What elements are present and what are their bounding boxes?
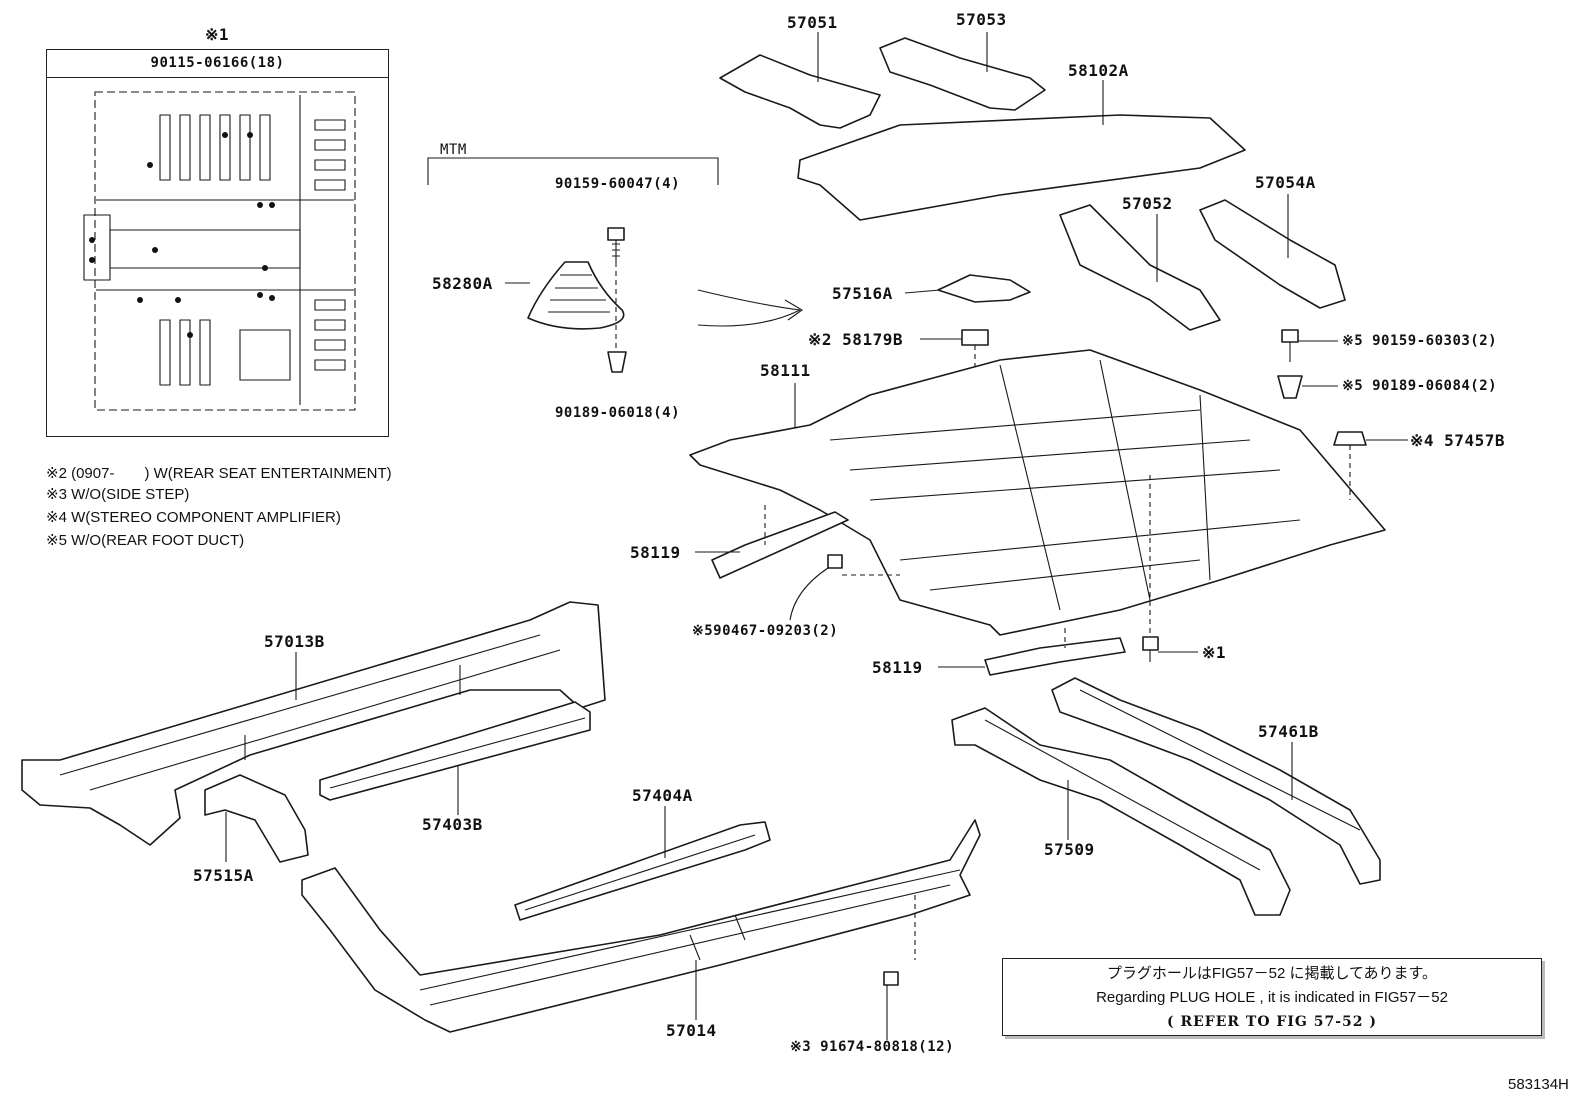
note-2: ※2 (0907- ) W(REAR SEAT ENTERTAINMENT): [46, 465, 392, 482]
clip-90159-60303: [1281, 329, 1299, 343]
label-58119-left[interactable]: 58119: [630, 543, 681, 562]
label-57457B[interactable]: ※4 57457B: [1410, 431, 1505, 450]
bracket-57457B: [1333, 431, 1367, 446]
mtm-bracket-line: [427, 157, 719, 185]
sill-58119-left: [711, 511, 849, 579]
inset-box: 90115-06166(18): [46, 49, 389, 437]
member-57509: [951, 707, 1291, 916]
label-90189-06084[interactable]: ※5 90189-06084(2): [1342, 378, 1498, 394]
figure-code: 583134H: [1508, 1076, 1569, 1093]
label-58119-right[interactable]: 58119: [872, 658, 923, 677]
wheelhouse-57515A: [204, 774, 309, 863]
label-58280A[interactable]: 58280A: [432, 274, 493, 293]
label-90159-60303[interactable]: ※5 90159-60303(2): [1342, 333, 1498, 349]
label-57013B[interactable]: 57013B: [264, 632, 325, 651]
label-58179B[interactable]: ※2 58179B: [808, 330, 903, 349]
flow-arrow: [697, 289, 801, 311]
label-57515A[interactable]: 57515A: [193, 866, 254, 885]
refer-fig-link[interactable]: ( REFER TO FIG 57-52 ): [1166, 1014, 1377, 1030]
note-4: ※4 W(STEREO COMPONENT AMPLIFIER): [46, 509, 341, 526]
label-90467-09203[interactable]: ※590467-09203(2): [692, 623, 839, 639]
note-3: ※3 W/O(SIDE STEP): [46, 486, 190, 503]
label-57053[interactable]: 57053: [956, 10, 1007, 29]
side-member-57014: [301, 819, 981, 1033]
leader-lines: [225, 32, 1408, 1040]
floor-pan-58111: [689, 349, 1386, 636]
rail-57403B: [319, 701, 591, 801]
label-90159-60047[interactable]: 90159-60047(4): [555, 176, 681, 192]
member-57461B: [1051, 677, 1381, 885]
label-57014[interactable]: 57014: [666, 1021, 717, 1040]
label-57509[interactable]: 57509: [1044, 840, 1095, 859]
note-5: ※5 W/O(REAR FOOT DUCT): [46, 532, 245, 549]
refer-line-en: Regarding PLUG HOLE , it is indicated in…: [1096, 989, 1448, 1006]
inset-marker: ※1: [205, 25, 230, 44]
bolt-91674-80818: [883, 971, 899, 986]
label-57404A[interactable]: 57404A: [632, 786, 693, 805]
label-57516A[interactable]: 57516A: [832, 284, 893, 303]
member-57053: [879, 37, 1046, 111]
sill-58119-right: [984, 637, 1126, 676]
clip-90189-06084: [1277, 375, 1303, 399]
inset-part-number: 90115-06166(18): [47, 50, 388, 78]
label-90189-06018[interactable]: 90189-06018(4): [555, 405, 681, 421]
rail-57404A: [514, 821, 771, 921]
label-57051[interactable]: 57051: [787, 13, 838, 32]
label-57461B[interactable]: 57461B: [1258, 722, 1319, 741]
mtm-label: MTM: [440, 142, 467, 158]
label-57054A[interactable]: 57054A: [1255, 173, 1316, 192]
bracket-58179B: [961, 329, 989, 346]
clip-90467-09203: [827, 554, 843, 569]
refer-note-box: プラグホールはFIG57－52 に掲載してあります。 Regarding PLU…: [1002, 958, 1542, 1036]
bolt-star1: [1142, 636, 1159, 651]
label-58102A[interactable]: 58102A: [1068, 61, 1129, 80]
member-57054A: [1199, 199, 1346, 309]
label-58111[interactable]: 58111: [760, 361, 811, 380]
label-57403B[interactable]: 57403B: [422, 815, 483, 834]
panel-58102A: [797, 114, 1246, 221]
refer-line-jp: プラグホールはFIG57－52 に掲載してあります。: [1106, 965, 1438, 982]
label-91674-80818[interactable]: ※3 91674-80818(12): [790, 1039, 955, 1055]
label-57052[interactable]: 57052: [1122, 194, 1173, 213]
shift-boot-58280A: [527, 227, 627, 373]
label-star1-bolt[interactable]: ※1: [1202, 643, 1227, 662]
member-57051: [719, 54, 881, 129]
inset-floor-drawing: [83, 91, 356, 411]
bracket-57516A: [937, 274, 1031, 303]
member-57052: [1059, 204, 1221, 331]
